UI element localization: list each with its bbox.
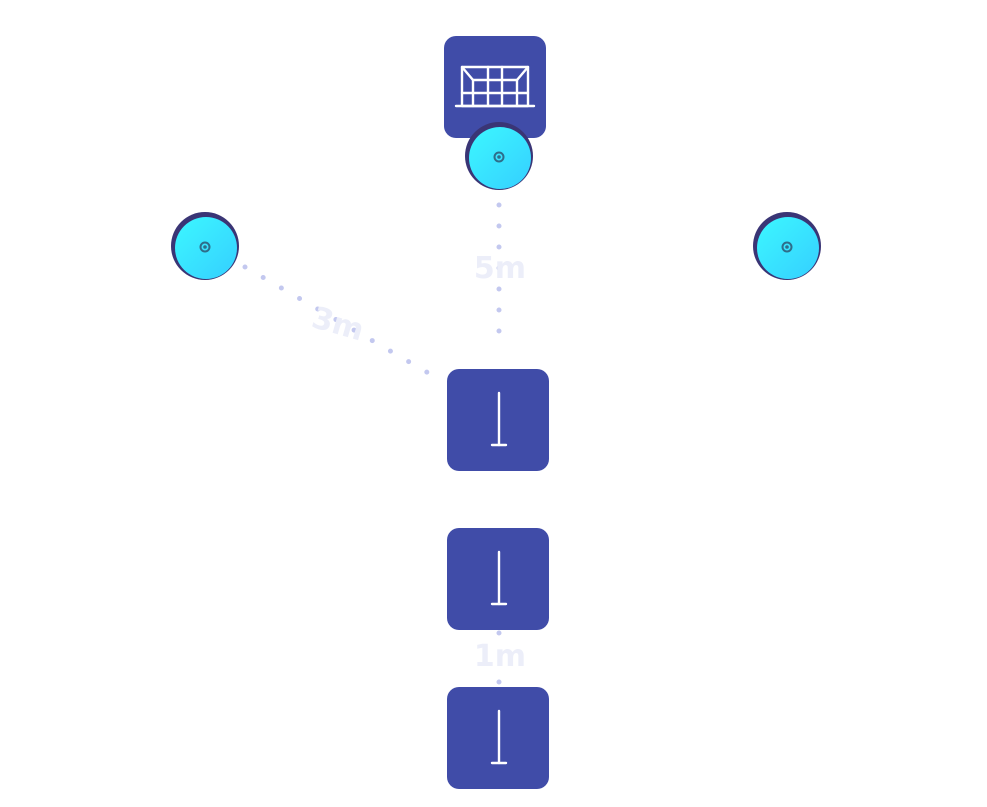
player-marker-top[interactable] [465, 122, 533, 190]
player-marker-left[interactable] [171, 212, 239, 280]
player-marker-right[interactable] [753, 212, 821, 280]
goal-tile[interactable] [444, 36, 546, 138]
distance-label-1m: 1m [474, 639, 526, 674]
pole-tile-1[interactable] [447, 369, 549, 471]
pole-icon [490, 391, 508, 447]
pole-tile-3[interactable] [447, 687, 549, 789]
pole-icon [490, 709, 508, 765]
goal-icon [454, 65, 536, 108]
pole-icon [490, 550, 508, 606]
pole-tile-2[interactable] [447, 528, 549, 630]
distance-label-3m: 3m [308, 300, 368, 348]
distance-label-5m: 5m [474, 251, 526, 286]
